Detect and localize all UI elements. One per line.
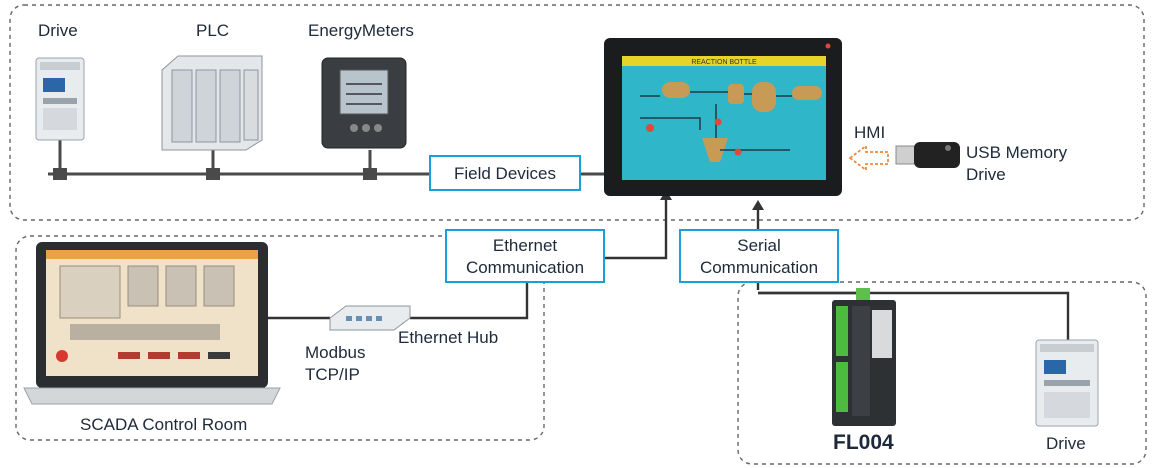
energy-meters-label: EnergyMeters: [308, 21, 414, 40]
plc-label: PLC: [196, 21, 229, 40]
bus-node: [206, 168, 220, 180]
hmi-panel: REACTION BOTTLE: [604, 38, 842, 196]
plc-device: [161, 55, 263, 151]
scada-zone-boundary: [15, 235, 545, 441]
hmi-label: HMI: [854, 123, 885, 142]
ethernet-text-line2: Communication: [466, 258, 584, 277]
hmi-screen-title: REACTION BOTTLE: [691, 59, 757, 66]
modbus-label-line1: Modbus: [305, 343, 365, 362]
serial-zone-boundary: [737, 281, 1147, 465]
scada-laptop: [23, 242, 281, 405]
usb-arrow-icon: [848, 144, 889, 172]
ethernet-text-line1: Ethernet: [493, 236, 558, 255]
serial-text-line2: Communication: [700, 258, 818, 277]
fl004-label: FL004: [833, 431, 894, 454]
usb-label-line1: USB Memory: [966, 143, 1068, 162]
ethernet-hub-icon: [329, 305, 411, 331]
fl004-device: [832, 288, 896, 426]
drive-top-label: Drive: [38, 21, 78, 40]
ethernet-hub-label: Ethernet Hub: [398, 328, 498, 347]
drive-top-device: [35, 57, 85, 141]
serial-communication-box: [679, 229, 839, 283]
usb-stick-icon: [895, 142, 960, 168]
drive-bottom-device: [1035, 339, 1099, 427]
ethernet-communication-box: [445, 229, 605, 283]
bus-node: [53, 168, 67, 180]
bus-node: [363, 168, 377, 180]
drive-bottom-label: Drive: [1046, 434, 1086, 453]
modbus-label-line2: TCP/IP: [305, 365, 360, 384]
energy-meter-device: [321, 57, 407, 149]
field-zone-boundary: [9, 4, 1145, 221]
usb-label-line2: Drive: [966, 165, 1006, 184]
field-devices-box: [429, 155, 581, 191]
serial-text-line1: Serial: [737, 236, 780, 255]
scada-label: SCADA Control Room: [80, 415, 247, 434]
field-devices-text: Field Devices: [454, 164, 556, 183]
